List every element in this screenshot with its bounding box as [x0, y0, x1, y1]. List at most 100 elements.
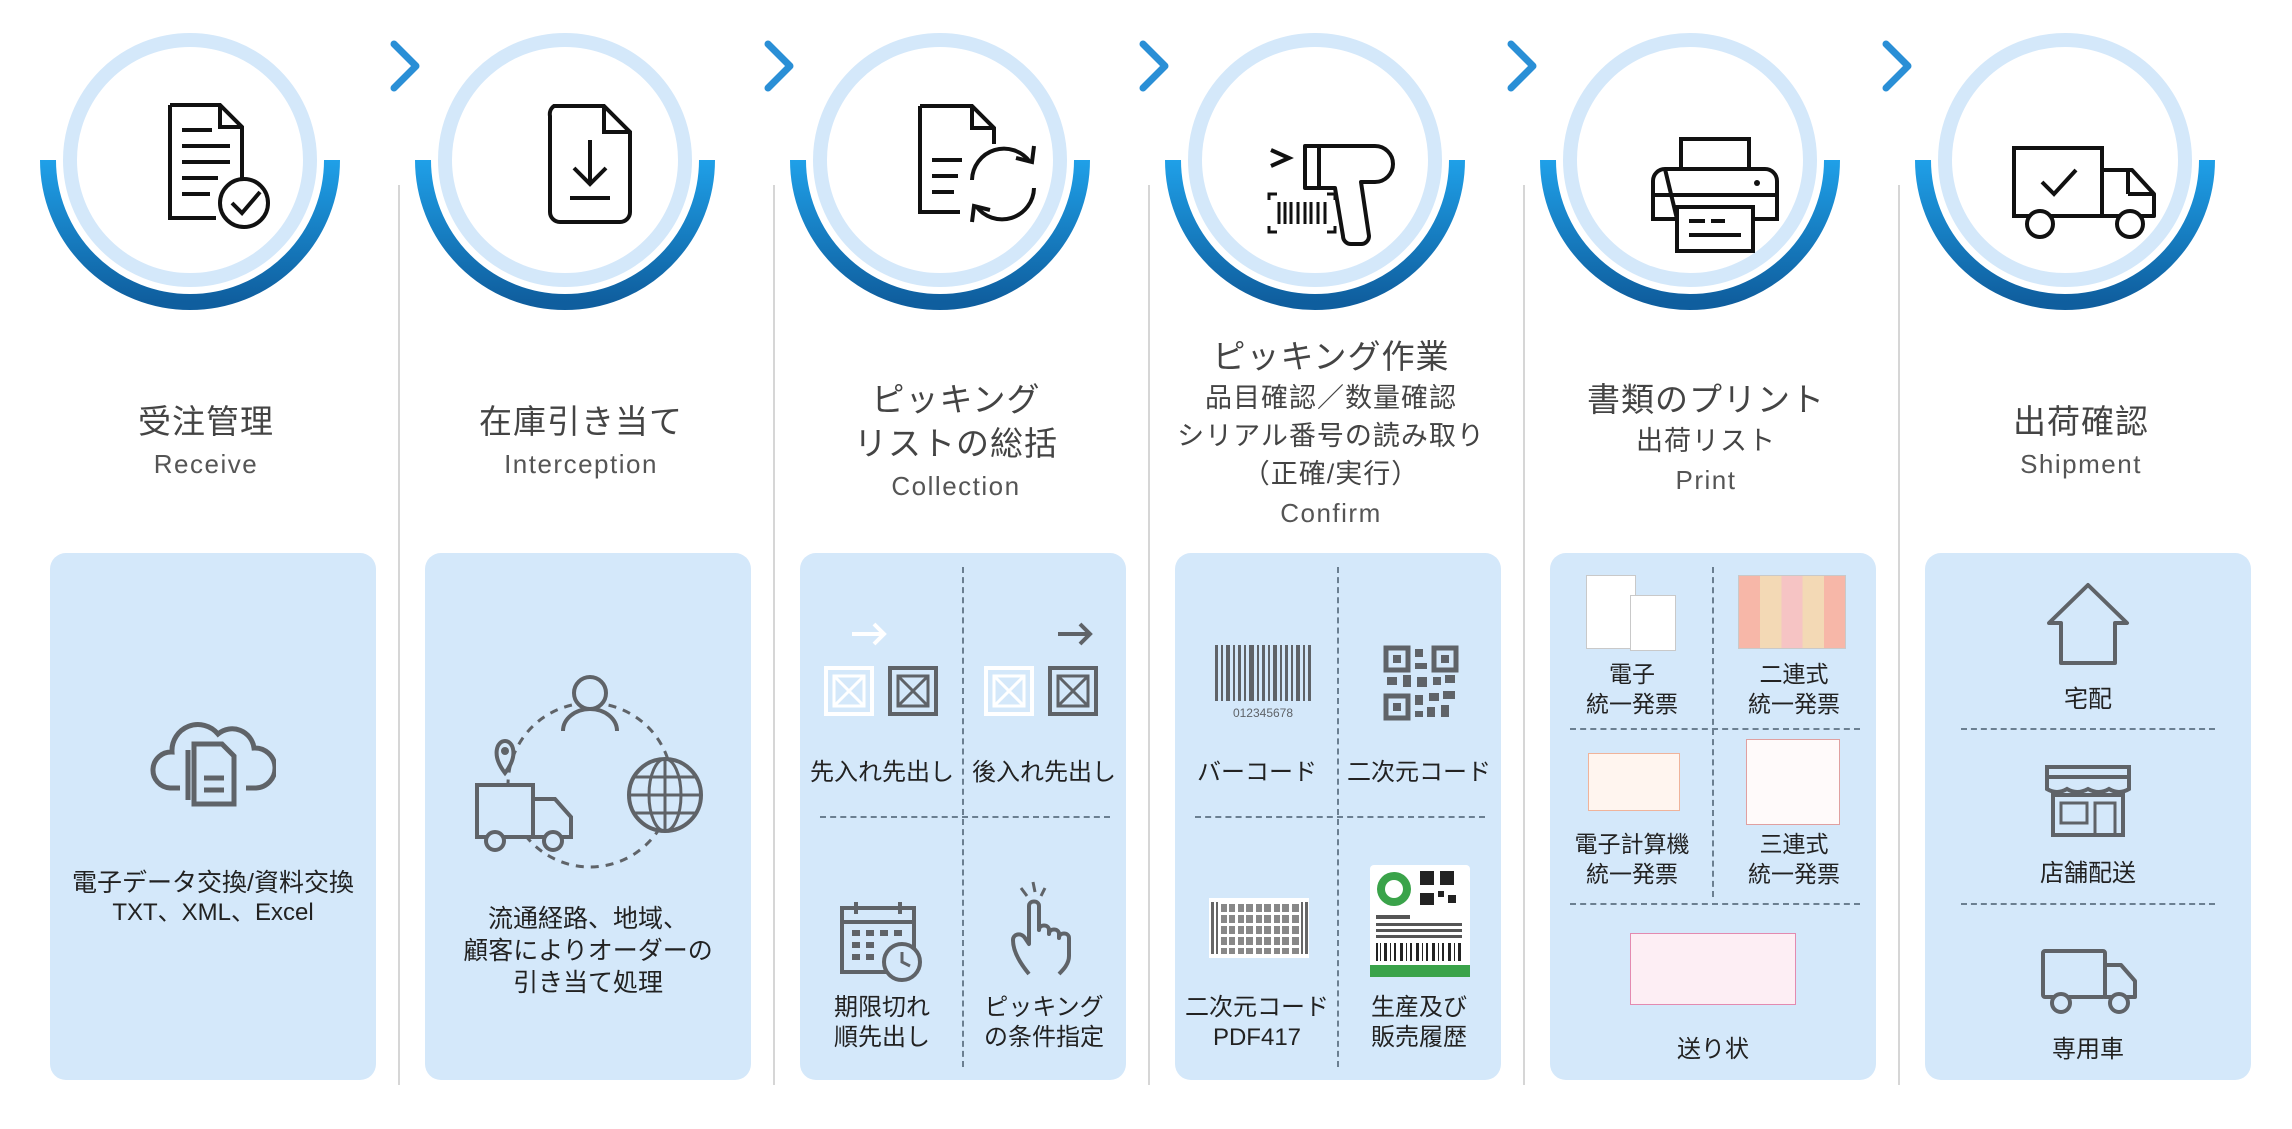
panel-line: 流通経路、地域、: [487, 905, 688, 933]
panel-line: 統一発票: [1748, 691, 1840, 717]
column-divider: [1898, 185, 1900, 1085]
van-icon: [2041, 949, 2137, 1014]
panel-line: 二次元コード: [1185, 994, 1329, 1021]
panel-divider: [1570, 728, 1860, 730]
panel-divider: [1961, 728, 2215, 730]
step-panel: 012345678 バーコード 二次元コード 二次元コード PDF417: [1175, 553, 1501, 1080]
panel-cell-label: 専用車: [2052, 1036, 2124, 1063]
step-title-jp: 在庫引き当て: [479, 403, 683, 440]
distribution-network-icon: [475, 675, 703, 869]
panel-cell-label: 電子計算機 統一発票: [1552, 829, 1712, 889]
step-collection: ピッキング リストの総括 Collection 先入れ先出し: [750, 0, 1132, 1129]
step-title-jp: 受注管理: [138, 403, 274, 440]
cloud-document-icon: [150, 722, 276, 807]
chevron-right-icon: [764, 40, 794, 92]
step-title: 出荷確認 Shipment: [1875, 400, 2257, 484]
step-title-jp: リストの総括: [854, 425, 1058, 462]
step-panel: 先入れ先出し 後入れ先出し 期限切れ 順先出し: [800, 553, 1126, 1080]
panel-line: 顧客によりオーダーの: [463, 937, 713, 965]
step-interception: 在庫引き当て Interception 流通経路、地域、 顧客によりオーダーの …: [375, 0, 757, 1129]
waybill-image: [1630, 933, 1796, 1005]
step-print: 書類のプリント 出荷リスト Print 電子 統一発票 二連式 統一発票 電子計…: [1500, 0, 1882, 1129]
step-title-en: Print: [1675, 465, 1737, 495]
panel-line: の条件指定: [984, 1024, 1104, 1051]
panel-line: 統一発票: [1586, 691, 1678, 717]
triplicate-invoice-image: [1746, 739, 1840, 825]
chevron-right-icon: [1507, 40, 1537, 92]
panel-line: 統一発票: [1586, 861, 1678, 887]
step-title-en: Shipment: [2020, 449, 2142, 479]
panel-cell-label: 店舗配送: [2040, 860, 2136, 887]
panel-divider: [1195, 816, 1485, 818]
step-ring: [1915, 20, 2215, 330]
step-panel: 宅配 店舗配送 専用車: [1925, 553, 2251, 1080]
panel-line: ピッキング: [984, 994, 1104, 1021]
printer-icon: [1651, 137, 1779, 253]
computer-invoice-image: [1588, 753, 1680, 811]
step-subtitle: シリアル番号の読み取り: [1177, 421, 1485, 451]
calendar-clock-icon: [840, 902, 922, 982]
delivery-truck-icon: [2012, 146, 2156, 239]
panel-line: 電子: [1609, 661, 1655, 687]
panel-line: TXT、XML、Excel: [112, 899, 314, 926]
step-panel: 電子 統一発票 二連式 統一発票 電子計算機 統一発票 三連式 統一発票 送り状: [1550, 553, 1876, 1080]
qr-code-icon: [1383, 645, 1459, 721]
step-title: ピッキング リストの総括 Collection: [750, 378, 1132, 506]
panel-line: 統一発票: [1748, 861, 1840, 887]
panel-cell-label: 三連式 統一発票: [1714, 829, 1874, 889]
lifo-icon: [984, 622, 1098, 716]
house-icon: [2047, 583, 2129, 665]
panel-line: 二連式: [1759, 661, 1829, 687]
step-ring: [1540, 20, 1840, 330]
step-title: 受注管理 Receive: [0, 400, 382, 484]
step-title-jp: 書類のプリント: [1587, 381, 1825, 418]
panel-cell-label: バーコード: [1197, 759, 1317, 786]
duplicate-invoice-image: [1738, 575, 1846, 649]
storefront-icon: [2045, 765, 2131, 837]
panel-cell-label: 二次元コード: [1347, 759, 1491, 786]
hand-pointer-icon: [1011, 881, 1071, 976]
traceability-label-icon: [1370, 865, 1470, 977]
e-invoice-image: [1586, 575, 1636, 649]
panel-divider: [1712, 567, 1714, 897]
panel-line: 期限切れ: [834, 994, 930, 1021]
step-title: 書類のプリント 出荷リスト Print: [1500, 378, 1882, 500]
panel-cell-label: 宅配: [2064, 686, 2112, 713]
fifo-icon: [824, 622, 938, 716]
step-panel: 電子データ交換/資料交換 TXT、XML、Excel: [50, 553, 376, 1080]
panel-cell-label: 二次元コード PDF417: [1177, 993, 1337, 1053]
panel-line: 電子データ交換/資料交換: [72, 869, 354, 897]
panel-line: 生産及び: [1371, 994, 1467, 1021]
document-download-icon: [547, 104, 632, 224]
panel-text: 流通経路、地域、 顧客によりオーダーの 引き当て処理: [425, 903, 751, 999]
e-invoice-image: [1630, 595, 1676, 651]
pdf417-code-icon: [1209, 898, 1309, 958]
step-ring: [1165, 20, 1465, 330]
step-shipment: 出荷確認 Shipment 宅配 店舗配送 専用車: [1875, 0, 2257, 1129]
panel-line: 三連式: [1759, 831, 1829, 857]
panel-divider: [1570, 903, 1860, 905]
panel-cell-label: 二連式 統一発票: [1714, 659, 1874, 719]
panel-cell-label: 電子 統一発票: [1552, 659, 1712, 719]
step-title-jp: ピッキング: [871, 381, 1041, 418]
step-title-en: Collection: [891, 471, 1021, 501]
panel-cell-label: 先入れ先出し: [810, 759, 954, 786]
barcode-digits: 012345678: [1233, 706, 1293, 720]
panel-divider: [820, 816, 1110, 818]
panel-cell-label: ピッキング の条件指定: [964, 993, 1124, 1053]
step-ring: [790, 20, 1090, 330]
panel-line: PDF417: [1212, 1024, 1302, 1051]
step-title: ピッキング作業 品目確認／数量確認 シリアル番号の読み取り （正確/実行） Co…: [1125, 335, 1507, 533]
step-ring: [40, 20, 340, 330]
step-ring: [415, 20, 715, 330]
step-subtitle: 出荷リスト: [1636, 426, 1776, 456]
panel-divider: [1961, 903, 2215, 905]
panel-cell-label: 生産及び 販売履歴: [1339, 993, 1499, 1053]
chevron-right-icon: [1139, 40, 1169, 92]
panel-cell-label: 後入れ先出し: [972, 759, 1116, 786]
column-divider: [773, 185, 775, 1085]
document-check-icon: [168, 103, 270, 229]
barcode-icon: 012345678: [1215, 645, 1311, 720]
panel-line: 販売履歴: [1371, 1024, 1467, 1051]
step-title-en: Receive: [153, 449, 259, 479]
